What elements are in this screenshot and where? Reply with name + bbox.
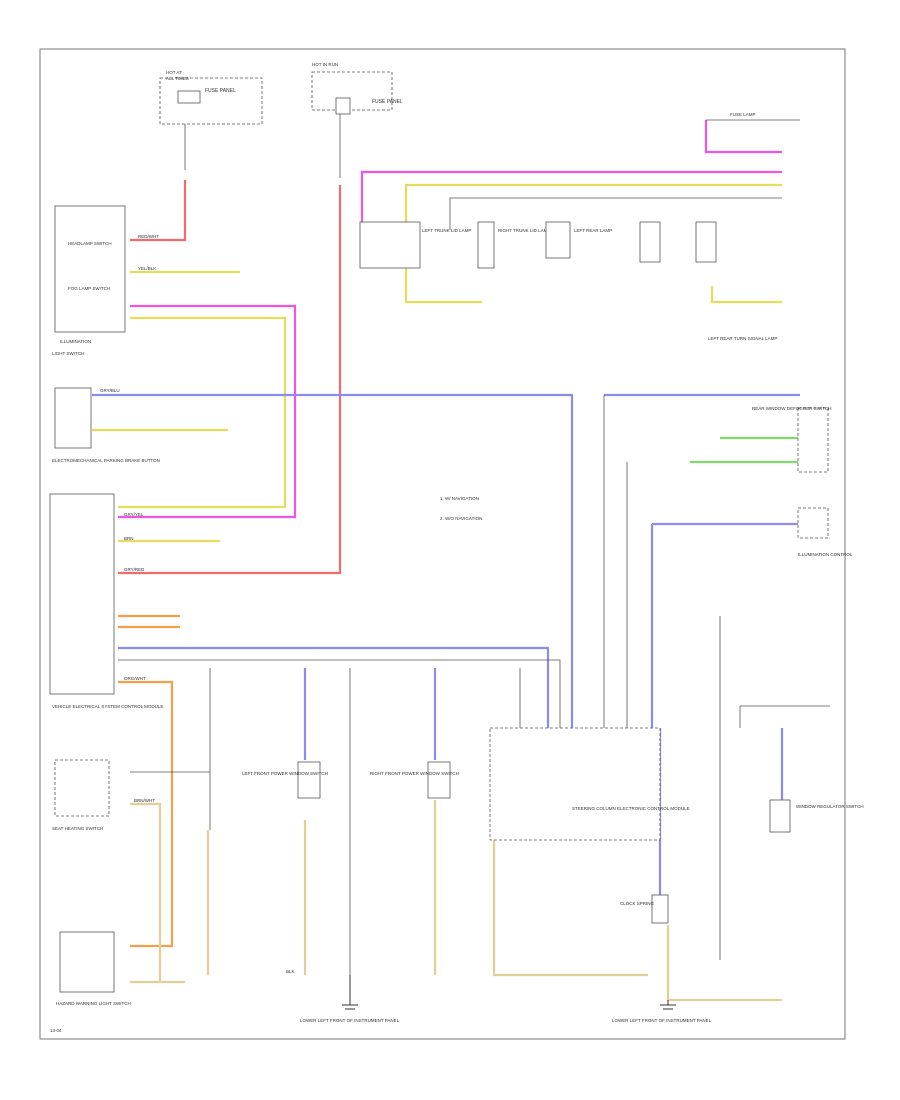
wire-red-feed [130, 180, 187, 242]
wire-label-brn: BRN [124, 536, 134, 541]
ground-a: LOWER LEFT FRONT OF INSTRUMENT PANEL [300, 975, 400, 1023]
vehicle-control-module: VEHICLE ELECTRICAL SYSTEM CONTROL MODULE [49, 493, 163, 709]
parking-brake-label: ELECTROMECHANICAL PARKING BRAKE BUTTON [52, 458, 160, 463]
turn-signal-label: LEFT REAR TURN SIGNAL LAMP [708, 336, 777, 341]
parking-brake-button: ELECTROMECHANICAL PARKING BRAKE BUTTON [52, 387, 160, 463]
light-switch-label: LIGHT SWITCH [52, 351, 84, 356]
wire-yellow-7 [710, 286, 782, 304]
rear-defogger: REAR WINDOW DEFOGGER SWITCH [752, 406, 832, 473]
page-id: 13-04 [50, 1028, 62, 1033]
wire-gray-1 [449, 197, 782, 230]
illumination-label: ILLUMINATION [60, 339, 91, 344]
wire-tan-7 [666, 925, 782, 1002]
wire-label-org-wht: ORG/WHT [124, 676, 146, 681]
wire-magenta-top [360, 170, 782, 230]
window-regulator-label: WINDOW REGULATOR SWITCH [796, 804, 864, 809]
top-right-connector: FUSE LAMP [706, 112, 800, 121]
fog-lamp-switch-label: FOG LAMP SWITCH [68, 286, 110, 291]
wire-label-gry-blu: GRY/BLU [100, 388, 120, 393]
svg-text:HOT AT: HOT AT [166, 70, 182, 75]
wire-label-gry-yel: GRY/YEL [124, 512, 144, 517]
hazard-switch-label: HAZARD WARNING LIGHT SWITCH [56, 1001, 131, 1006]
clock-spring: CLOCK SPRING [620, 894, 669, 924]
fuse-panel-label-a: FUSE PANEL [205, 88, 236, 94]
ground-a-label: LOWER LEFT FRONT OF INSTRUMENT PANEL [300, 1018, 400, 1023]
left-rear-lamp-label: LEFT REAR LAMP [574, 228, 612, 233]
wire-label-blk: BLK [286, 969, 295, 974]
legend-line-1: 1: W/ NAVIGATION [440, 496, 479, 501]
wire-yellow-1 [118, 316, 287, 509]
wire-gray-7 [118, 659, 561, 728]
ground-b-label: LOWER LEFT FRONT OF INSTRUMENT PANEL [612, 1018, 712, 1023]
left-trunk-lid-lamp: LEFT TRUNK LID LAMP [359, 221, 471, 269]
light-switch: HEADLAMP SWITCH FOG LAMP SWITCH ILLUMINA… [52, 205, 126, 356]
clock-spring-label: CLOCK SPRING [620, 901, 655, 906]
illumination-control: ILLUMINATION CONTROL [797, 507, 853, 557]
wire-tan-1 [130, 802, 162, 982]
wire-orange-1 [118, 680, 174, 948]
right-trunk-lid-lamp: RIGHT TRUNK LID LAMP [477, 221, 550, 269]
seat-heating-label: SEAT HEATING SWITCH [52, 826, 103, 831]
wire-magenta-corner [704, 120, 782, 154]
wire-red-module [118, 185, 342, 575]
wire-label-gry-red: GRY/RED [124, 567, 145, 572]
control-module-label: VEHICLE ELECTRICAL SYSTEM CONTROL MODULE [52, 704, 163, 709]
fuse-panel-left: HOT AT ALL TIMES FUSE PANEL [159, 70, 263, 170]
turn-signal-lamps: LEFT REAR TURN SIGNAL LAMP [639, 221, 777, 341]
hazard-switch: HAZARD WARNING LIGHT SWITCH [56, 931, 131, 1006]
legend: 1: W/ NAVIGATION 2: W/O NAVIGATION [440, 496, 482, 521]
illumination-control-label: ILLUMINATION CONTROL [798, 552, 853, 557]
wire-label-brn-wht: BRN/WHT [134, 798, 155, 803]
wire-label-yel-blk: YEL/BLK [138, 266, 156, 271]
left-trunk-lamp-label: LEFT TRUNK LID LAMP [422, 228, 471, 233]
svg-text:HOT IN RUN: HOT IN RUN [312, 62, 338, 67]
steering-column-module: STEERING COLUMN ELECTRONIC CONTROL MODUL… [489, 727, 690, 841]
fused-lamp-label: FUSE LAMP [730, 112, 756, 117]
right-window-switch-label: RIGHT FRONT POWER WINDOW SWITCH [370, 771, 459, 776]
ground-b: LOWER LEFT FRONT OF INSTRUMENT PANEL [612, 1000, 712, 1023]
diagram-border [39, 48, 846, 1040]
wire-yellow-6 [404, 268, 482, 304]
wire-magenta [118, 304, 297, 519]
left-window-switch-label: LEFT FRONT POWER WINDOW SWITCH [242, 771, 328, 776]
wire-label-red: RED/WHT [138, 234, 159, 239]
right-window-switch: RIGHT FRONT POWER WINDOW SWITCH [370, 761, 459, 799]
steering-module-label: STEERING COLUMN ELECTRONIC CONTROL MODUL… [572, 806, 690, 811]
headlamp-switch-label: HEADLAMP SWITCH [68, 241, 112, 246]
fuse-panel-right: HOT IN RUN FUSE PANEL [311, 62, 403, 178]
seat-heating-switch: SEAT HEATING SWITCH [52, 759, 110, 831]
wire-blue-9 [118, 646, 550, 728]
wire-tan-5 [492, 840, 648, 977]
svg-text:ALL TIMES: ALL TIMES [166, 76, 189, 81]
rear-defogger-label: REAR WINDOW DEFOGGER SWITCH [752, 406, 832, 411]
legend-line-2: 2: W/O NAVIGATION [440, 516, 482, 521]
wire-yellow-2 [404, 183, 782, 230]
left-rear-lamp: LEFT REAR LAMP [545, 221, 612, 259]
window-regulator-switch: WINDOW REGULATOR SWITCH [769, 799, 864, 833]
right-trunk-lamp-label: RIGHT TRUNK LID LAMP [498, 228, 550, 233]
left-window-switch: LEFT FRONT POWER WINDOW SWITCH [242, 761, 328, 799]
wire-blue-1 [92, 393, 574, 728]
fuse-panel-label-b: FUSE PANEL [372, 99, 403, 105]
